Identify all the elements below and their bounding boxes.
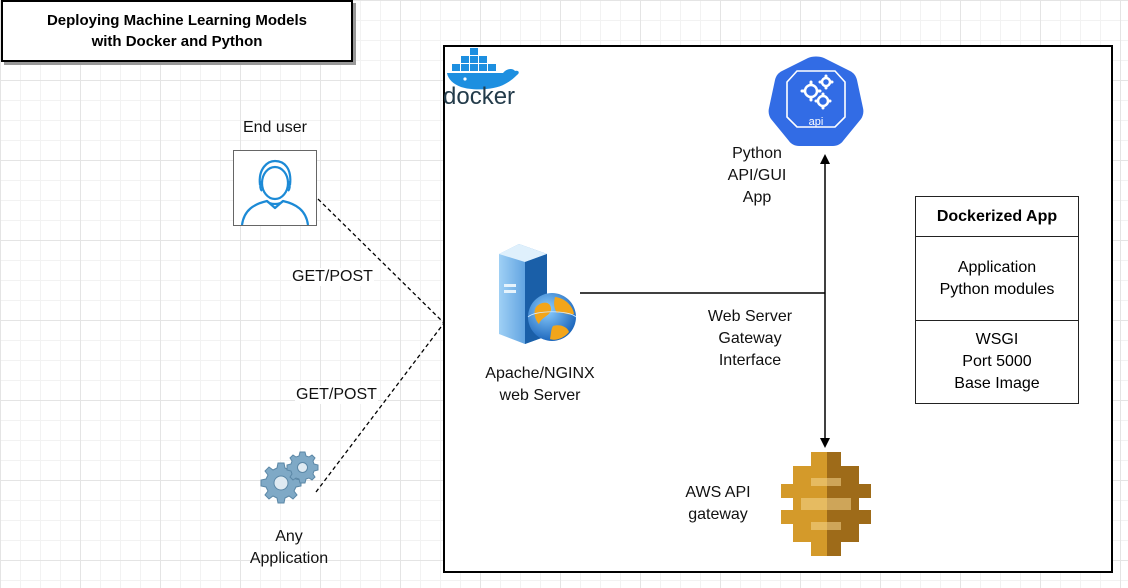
diagram-title: Deploying Machine Learning Models with D… bbox=[1, 0, 353, 62]
docker-wordmark: docker bbox=[443, 83, 516, 110]
app-connector bbox=[315, 322, 445, 493]
panel-item-base-image: Base Image bbox=[954, 375, 1040, 392]
wsgi-label: Web Server Gateway Interface bbox=[690, 306, 810, 372]
any-application-line-2: Application bbox=[249, 550, 329, 567]
user-icon bbox=[240, 159, 310, 225]
dockerized-app-panel: Dockerized App Application Python module… bbox=[915, 196, 1079, 404]
aws-gateway-label: AWS API gateway bbox=[660, 482, 776, 526]
title-line-1: Deploying Machine Learning Models bbox=[46, 12, 308, 29]
any-application-line-1: Any bbox=[275, 528, 303, 545]
python-api-line-3: App bbox=[742, 189, 772, 206]
aws-gateway-line-1: AWS API bbox=[685, 484, 751, 501]
end-user-label: End user bbox=[242, 119, 308, 136]
python-api-line-2: API/GUI bbox=[727, 167, 787, 184]
panel-item-application: Application bbox=[957, 258, 1037, 276]
panel-item-port: Port 5000 bbox=[962, 353, 1032, 370]
wsgi-line-2: Gateway bbox=[718, 330, 782, 347]
wsgi-line-3: Interface bbox=[718, 352, 782, 369]
app-request-label: GET/POST bbox=[295, 386, 378, 404]
any-application-node[interactable] bbox=[254, 450, 324, 510]
user-request-label: GET/POST bbox=[291, 268, 374, 286]
web-server-line-2: web Server bbox=[499, 387, 581, 404]
web-server-node[interactable] bbox=[495, 240, 581, 344]
dockerized-app-header: Dockerized App bbox=[916, 197, 1078, 237]
python-api-node[interactable]: api bbox=[768, 55, 864, 149]
gears-icon bbox=[260, 451, 319, 504]
docker-logo: docker bbox=[443, 46, 523, 110]
end-user-node[interactable] bbox=[233, 150, 317, 226]
wsgi-line-1: Web Server bbox=[707, 308, 793, 325]
python-api-label: Python API/GUI App bbox=[697, 143, 817, 209]
server-globe-icon bbox=[499, 244, 577, 344]
title-line-2: with Docker and Python bbox=[91, 33, 263, 50]
dockerized-app-section-runtime: WSGI Port 5000 Base Image bbox=[916, 321, 1078, 403]
aws-gateway-node[interactable] bbox=[781, 452, 871, 556]
api-badge-text: api bbox=[808, 116, 824, 128]
panel-item-wsgi: WSGI bbox=[975, 331, 1019, 348]
any-application-label: Any Application bbox=[229, 526, 349, 570]
panel-item-python-modules: Python modules bbox=[939, 280, 1055, 298]
dockerized-app-section-app: Application Python modules bbox=[916, 237, 1078, 321]
docker-whale-icon bbox=[447, 48, 519, 90]
user-connector bbox=[317, 198, 445, 324]
web-server-label: Apache/NGINX web Server bbox=[460, 363, 620, 407]
aws-api-gateway-icon bbox=[781, 452, 871, 556]
api-badge-icon bbox=[768, 56, 864, 146]
web-server-line-1: Apache/NGINX bbox=[485, 365, 595, 382]
python-api-line-1: Python bbox=[732, 145, 782, 162]
aws-gateway-line-2: gateway bbox=[688, 506, 748, 523]
